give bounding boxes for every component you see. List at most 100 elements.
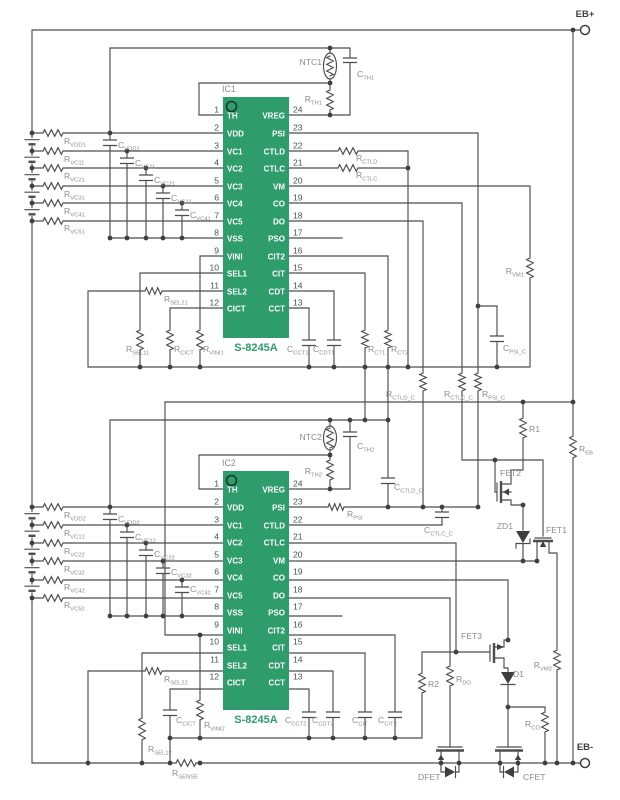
pin-name: PSI: [272, 504, 285, 513]
rvc52-label: RVC52: [64, 600, 85, 612]
pin-number: 16: [293, 620, 303, 630]
pin-number: 6: [214, 567, 219, 577]
pin-number: 14: [293, 655, 303, 665]
pin-name: CICT: [227, 305, 246, 314]
rct1-label: RCT1: [368, 344, 385, 356]
cvc42-label: CVC42: [190, 584, 211, 596]
pin-name: VC4: [227, 200, 243, 209]
rctld-label: RCTLD: [356, 153, 377, 165]
rvini2-label: RVINI2: [204, 720, 225, 732]
rth2-label: RTH2: [305, 466, 322, 478]
eb-minus-terminal[interactable]: [579, 757, 591, 769]
rpsic-label: RPSI_C: [482, 389, 505, 401]
rsense-label: RSENSE: [172, 768, 198, 780]
pin-number: 21: [293, 158, 303, 168]
pin-number: 4: [214, 532, 219, 542]
pin-name: VREG: [262, 112, 285, 121]
pin-name: VM: [273, 183, 285, 192]
ccit-label: CCIT: [352, 715, 368, 727]
pin-name: TH: [227, 112, 238, 121]
pin-name: VREG: [262, 486, 285, 495]
pin-number: 11: [210, 655, 219, 665]
pin-number: 24: [293, 479, 303, 489]
pin-name: VC3: [227, 557, 243, 566]
fet2-label: FET2: [500, 468, 521, 478]
pin-number: 12: [209, 298, 219, 308]
pin-name: SEL1: [227, 270, 248, 279]
pin-name: CCT: [269, 679, 286, 688]
pin-number: 12: [209, 672, 219, 682]
rvm1-label: RVM1: [506, 266, 524, 278]
pin-number: 22: [293, 141, 303, 151]
pin-number: 15: [293, 263, 303, 273]
ic-ref-label: IC1: [222, 84, 236, 94]
d1-label: D1: [513, 669, 524, 679]
fet1-label: FET1: [546, 525, 567, 535]
pin-number: 10: [209, 263, 219, 273]
eb-minus-label: EB-: [577, 742, 593, 753]
rth1-label: RTH1: [305, 94, 322, 106]
pin-name: VM: [273, 557, 285, 566]
cpsic-label: CPSI_C: [503, 343, 526, 355]
pin-name: CTLD: [264, 522, 286, 531]
eb-plus-label: EB+: [576, 9, 595, 20]
pin-number: 23: [293, 497, 303, 507]
pin-number: 22: [293, 515, 303, 525]
component-symbol-layer: [322, 52, 547, 778]
rvini1-label: RVINI1: [203, 344, 224, 356]
pin-number: 7: [214, 211, 219, 221]
pin-number: 3: [214, 515, 219, 525]
pin-name: CDT: [269, 662, 286, 671]
ic-layer: IC1S-8245A1TH2VDD3VC14VC25VC36VC47VC58VS…: [209, 84, 302, 726]
pin-number: 5: [214, 176, 219, 186]
junction-dot-layer: [29, 27, 576, 766]
ccit2-label: CCIT2: [378, 715, 397, 727]
pin-name: CICT: [227, 679, 246, 688]
r2-label: R2: [428, 679, 439, 689]
rct2-label: RCT2: [391, 344, 408, 356]
pin-name: TH: [227, 486, 238, 495]
rsel21-label: RSEL21: [164, 294, 188, 306]
pin-name: VC2: [227, 165, 243, 174]
cth1-label: CTH1: [357, 69, 374, 81]
cth2-label: CTH2: [357, 441, 374, 453]
pin-number: 8: [214, 228, 219, 238]
cctlcc-label: CCTLC_C: [424, 525, 453, 537]
pin-name: DO: [273, 218, 285, 227]
pin-name: CIT2: [268, 627, 286, 636]
pin-name: CTLC: [264, 539, 286, 548]
pin-number: 2: [214, 123, 219, 133]
rvc41-label: RVC41: [64, 206, 85, 218]
zd1-label: ZD1: [497, 521, 513, 531]
wire-layer: [24, 29, 581, 779]
pin-name: VC3: [227, 183, 243, 192]
dfet-label: DFET: [418, 772, 441, 782]
r1-label: R1: [529, 424, 540, 434]
rdo-label: RDO: [456, 674, 471, 686]
rctlc-label: RCTLC: [356, 170, 377, 182]
pin-name: VC5: [227, 592, 243, 601]
pin-name: VSS: [227, 609, 244, 618]
rctldc-label: RCTLD_C: [386, 389, 415, 401]
fet3-label: FET3: [461, 631, 482, 641]
pin-number: 21: [293, 532, 303, 542]
pin-number: 1: [214, 479, 219, 489]
pin-number: 9: [214, 620, 219, 630]
ic-part-number: S-8245A: [234, 342, 277, 354]
pin-number: 8: [214, 602, 219, 612]
pin-name: CIT2: [268, 253, 286, 262]
rvc42-label: RVC42: [64, 582, 85, 594]
pin-name: VC1: [227, 522, 243, 531]
pin-number: 18: [293, 585, 303, 595]
ic-part-number: S-8245A: [234, 714, 277, 726]
pin-name: VC5: [227, 218, 243, 227]
pin-number: 15: [293, 637, 303, 647]
pin-name: CTLC: [264, 165, 286, 174]
pin-number: 1: [214, 105, 219, 115]
pin-name: VSS: [227, 235, 244, 244]
ic-body-ic2: [223, 471, 289, 710]
pin-number: 24: [293, 105, 303, 115]
pin-number: 13: [293, 298, 303, 308]
eb-plus-terminal[interactable]: [579, 24, 591, 36]
